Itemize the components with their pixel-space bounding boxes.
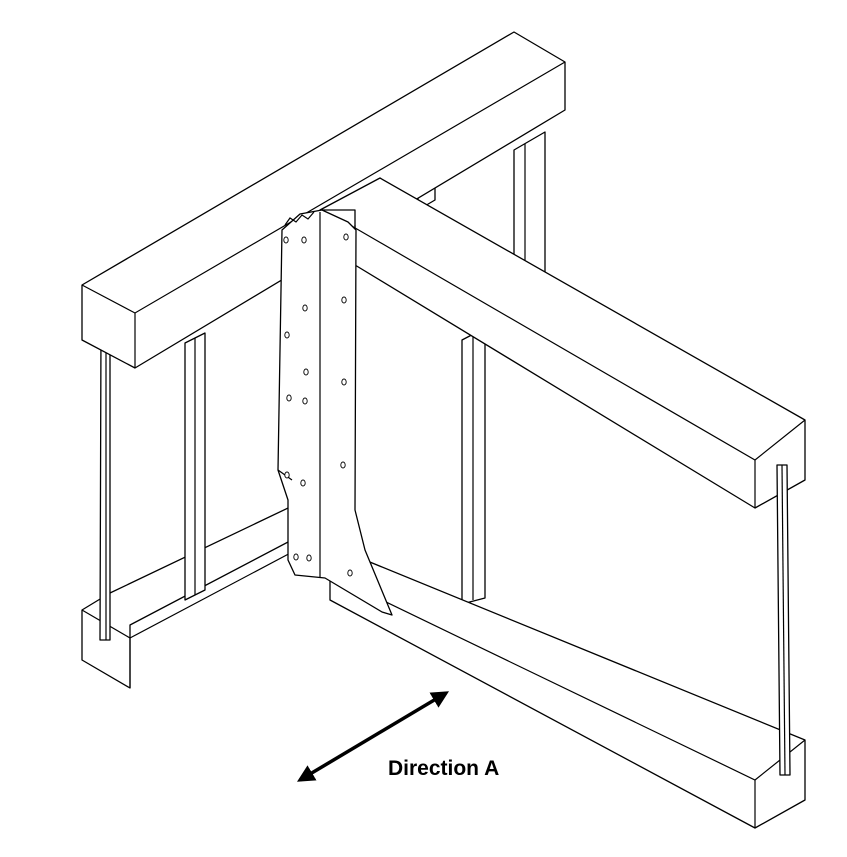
- top-header-beam: [81, 31, 566, 369]
- direction-label: Direction A: [388, 757, 499, 780]
- front-wall-studs: [461, 327, 486, 605]
- left-wall: [81, 327, 331, 689]
- joist-hanger-icon: [277, 209, 393, 616]
- double-headed-arrow-icon: [296, 691, 450, 782]
- right-strap: [776, 464, 791, 776]
- main-joist-beam: [319, 177, 806, 509]
- bottom-front-plate: [329, 557, 806, 829]
